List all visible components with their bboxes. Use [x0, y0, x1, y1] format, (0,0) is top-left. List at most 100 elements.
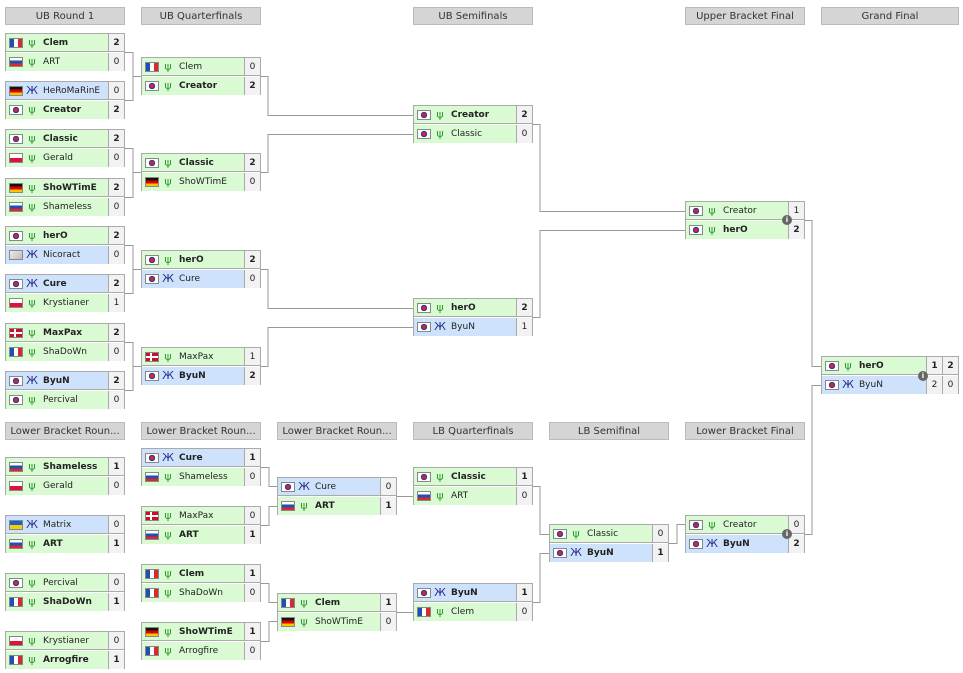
player-name[interactable]: Clem [451, 607, 475, 617]
player-name[interactable]: herO [859, 361, 884, 371]
player-name[interactable]: Classic [451, 129, 483, 139]
player-name[interactable]: Shameless [43, 202, 92, 212]
player-name[interactable]: herO [451, 303, 476, 313]
player-name[interactable]: Clem [315, 598, 341, 608]
player-name[interactable]: MaxPax [179, 352, 214, 362]
player-name[interactable]: Creator [723, 206, 757, 216]
player-name[interactable]: HeRoMaRinE [43, 86, 101, 96]
player-name[interactable]: Cure [179, 453, 203, 463]
player-name[interactable]: Classic [587, 529, 619, 539]
player-name[interactable]: Cure [43, 279, 67, 289]
player-name[interactable]: MaxPax [43, 328, 83, 338]
player-name[interactable]: ART [179, 530, 199, 540]
player-name[interactable]: ShaDoWn [43, 597, 92, 607]
player-name[interactable]: Krystianer [43, 298, 90, 308]
player-name[interactable]: Gerald [43, 481, 73, 491]
player-name[interactable]: Classic [179, 158, 214, 168]
player-name[interactable]: Arrogfire [43, 655, 89, 665]
player-name[interactable]: Arrogfire [179, 646, 219, 656]
player-name[interactable]: ART [315, 501, 335, 511]
player-name[interactable]: Clem [43, 38, 69, 48]
player-name[interactable]: herO [723, 225, 748, 235]
player-name[interactable]: Nicoract [43, 250, 81, 260]
player-name[interactable]: ShaDoWn [179, 588, 223, 598]
player-name[interactable]: Cure [315, 482, 337, 492]
info-icon[interactable]: i [918, 371, 928, 381]
player-name[interactable]: ByuN [451, 322, 475, 332]
player-name[interactable]: herO [179, 255, 204, 265]
player-name[interactable]: Creator [179, 81, 218, 91]
player-name[interactable]: ART [451, 491, 469, 501]
info-icon[interactable]: i [782, 529, 792, 539]
player-name[interactable]: Creator [451, 110, 490, 120]
player-name[interactable]: Matrix [43, 520, 72, 530]
player-name[interactable]: Classic [43, 134, 78, 144]
player-name[interactable]: ART [43, 57, 61, 67]
player-name[interactable]: Creator [43, 105, 82, 115]
player-name[interactable]: ART [43, 539, 63, 549]
player-name[interactable]: Clem [179, 62, 203, 72]
player-name[interactable]: Percival [43, 395, 78, 405]
player-name[interactable]: ByuN [179, 371, 206, 381]
player-name[interactable]: Cure [179, 274, 201, 284]
player-name[interactable]: Creator [723, 520, 757, 530]
info-icon[interactable]: i [782, 215, 792, 225]
player-name[interactable]: herO [43, 231, 68, 241]
player-name[interactable]: Shameless [43, 462, 98, 472]
